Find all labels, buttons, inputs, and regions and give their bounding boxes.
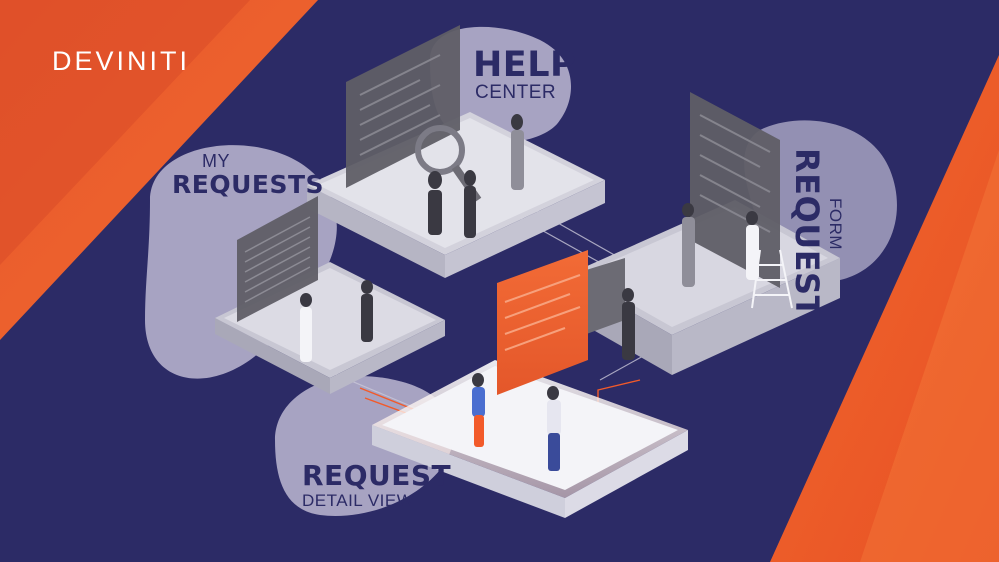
my-requests-people bbox=[300, 280, 373, 362]
detail-panel-orange bbox=[497, 250, 588, 395]
help-center-subtitle: CENTER bbox=[475, 82, 557, 103]
requests-table-panel bbox=[237, 196, 318, 322]
form-people bbox=[622, 203, 759, 360]
request-form-platform bbox=[567, 92, 840, 375]
magnifier-glass bbox=[415, 125, 465, 175]
right-orange-band-inner bbox=[860, 150, 999, 562]
help-center-platform bbox=[307, 25, 605, 278]
detail-people bbox=[472, 373, 561, 471]
right-orange-band bbox=[770, 55, 999, 562]
request-detail-platform bbox=[372, 250, 688, 518]
my-requests-prefix: MY bbox=[202, 151, 230, 171]
help-people bbox=[428, 114, 524, 238]
ladder bbox=[751, 249, 793, 309]
deviniti-logo[interactable]: DEVINITI bbox=[52, 46, 191, 76]
my-requests-platform bbox=[215, 196, 445, 394]
left-orange-band-inner bbox=[0, 0, 250, 265]
request-detail-title: REQUEST bbox=[302, 459, 452, 492]
my-requests-title: REQUESTS bbox=[172, 170, 325, 199]
request-form-subtitle: FORM bbox=[826, 198, 845, 251]
request-form-title: REQUEST bbox=[788, 148, 826, 318]
request-detail-subtitle: DETAIL VIEW bbox=[302, 491, 414, 510]
help-center-title: HELP bbox=[473, 45, 577, 85]
